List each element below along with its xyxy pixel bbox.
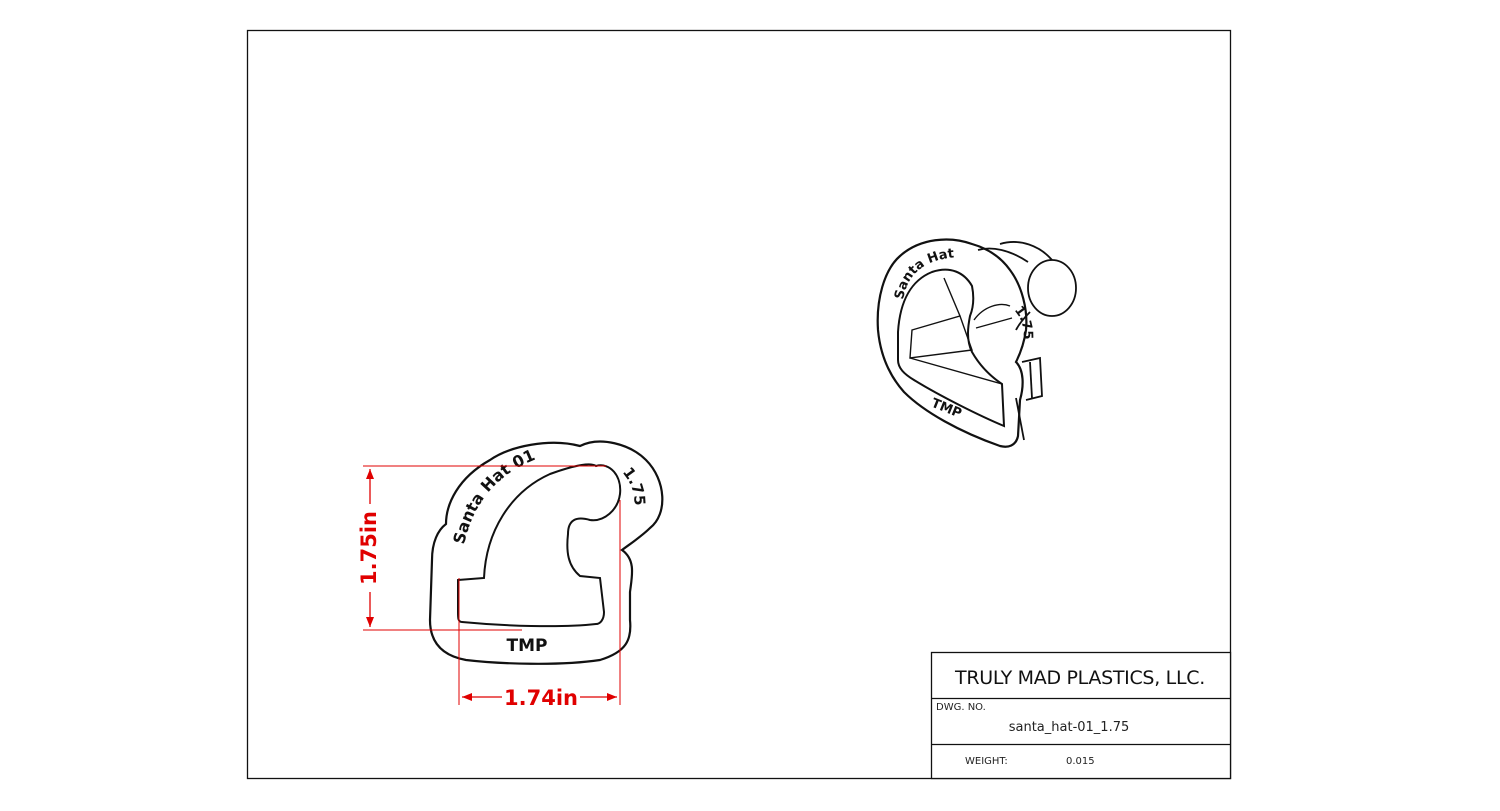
front-engraving-brand: TMP: [507, 636, 548, 656]
weight-label: WEIGHT:: [965, 756, 1008, 767]
svg-text:1.75: 1.75: [1011, 303, 1035, 339]
width-dimension-label: 1.74in: [504, 686, 578, 710]
weight-value: 0.015: [1066, 756, 1095, 767]
dwg-no-label: DWG. NO.: [936, 702, 986, 713]
isometric-view-cutter: [876, 238, 1077, 448]
company-name: TRULY MAD PLASTICS, LLC.: [954, 667, 1205, 689]
title-block: TRULY MAD PLASTICS, LLC. DWG. NO. santa_…: [930, 651, 1232, 780]
dwg-no-value: santa_hat-01_1.75: [1009, 720, 1130, 735]
cutter-outer-outline: [428, 440, 664, 665]
front-engraving-size: 1.75: [619, 464, 649, 506]
svg-text:Santa Hat 01: Santa Hat 01: [0, 0, 959, 301]
iso-engraving-brand: TMP: [929, 396, 964, 422]
height-dimension: 1.75in: [357, 465, 606, 631]
svg-text:1.75: 1.75: [619, 464, 649, 506]
cutter-inner-outline: [457, 463, 622, 628]
iso-engraving-name: Santa Hat 01: [0, 0, 959, 301]
height-dimension-label: 1.75in: [357, 511, 381, 585]
width-dimension: 1.74in: [458, 500, 621, 710]
drawing-border: [246, 29, 1232, 780]
front-engraving-name: Santa Hat 01: [449, 445, 537, 546]
svg-text:Santa Hat 01: Santa Hat 01: [449, 445, 537, 546]
iso-engraving-size: 1.75: [1011, 303, 1035, 339]
